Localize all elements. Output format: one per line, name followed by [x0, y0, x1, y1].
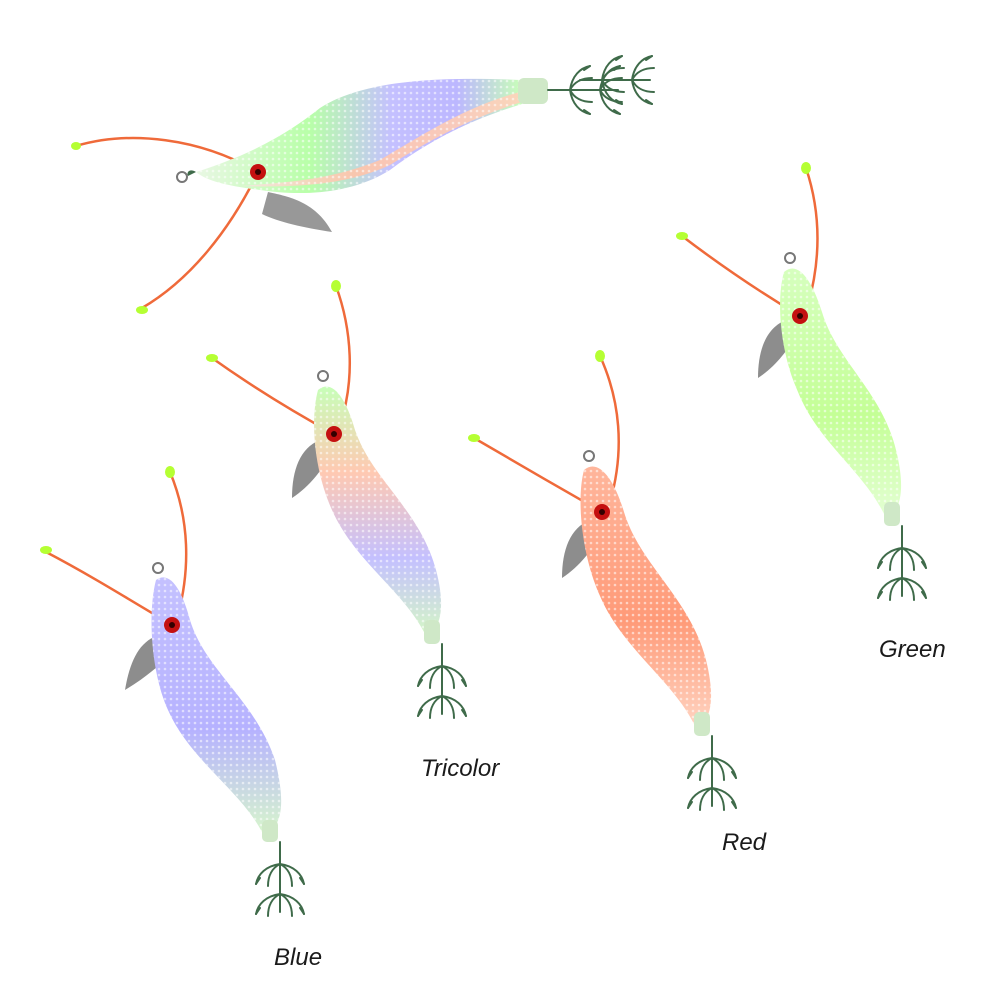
variant-label-green: Green — [879, 636, 946, 663]
jig-red — [468, 350, 737, 811]
variant-label-tricolor: Tricolor — [421, 755, 500, 782]
antenna — [141, 171, 260, 310]
fin — [262, 192, 332, 232]
variant-label-red: Red — [722, 829, 767, 856]
jig-top-horizontal — [71, 55, 655, 314]
antenna — [598, 355, 620, 503]
jig-green — [676, 162, 927, 601]
jig-blue — [40, 466, 305, 917]
variant-label-blue: Blue — [274, 944, 323, 971]
jig-tricolor — [206, 280, 467, 719]
